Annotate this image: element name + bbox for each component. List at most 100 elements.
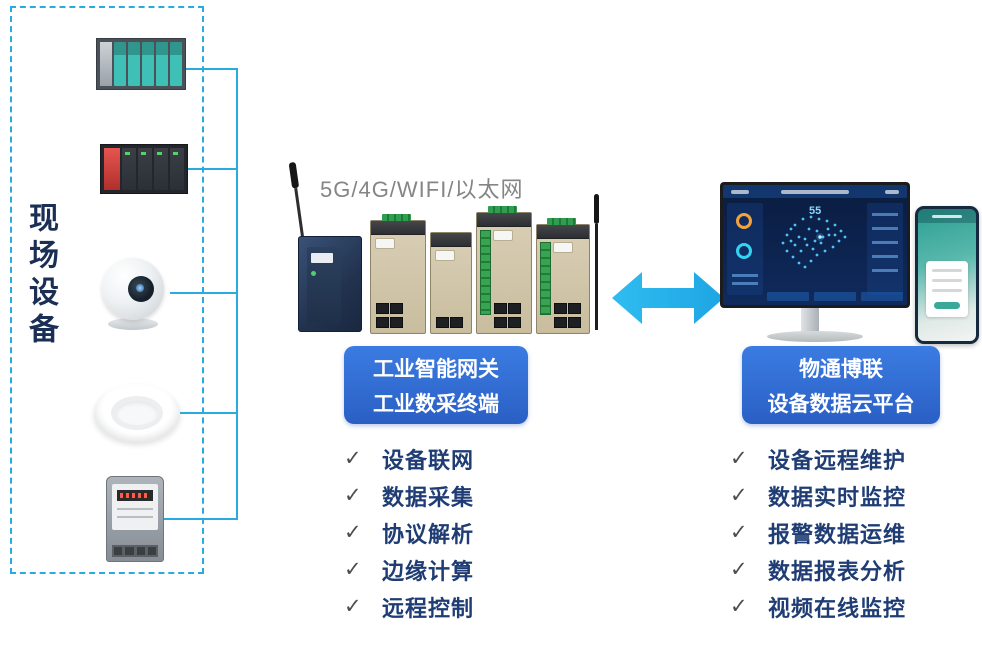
device-connector-line [180, 412, 236, 414]
china-map-dots [781, 215, 847, 269]
led-indicator [157, 152, 162, 155]
meter-label-line [117, 516, 153, 518]
feature-label: 视频在线监控 [768, 595, 907, 621]
gateway-device [430, 232, 472, 334]
plc-rack-teal-image [96, 38, 186, 90]
led-indicator [125, 152, 130, 155]
feature-label: 数据实时监控 [768, 484, 907, 510]
port [494, 317, 507, 328]
terminal-block [547, 218, 576, 225]
port [508, 303, 521, 314]
plc-module-slat [138, 148, 152, 190]
antenna-icon [288, 161, 307, 240]
monitor-bezel: 55 [720, 182, 910, 308]
cloud-platform-monitor: 55 [720, 182, 910, 344]
feature-label: 协议解析 [382, 521, 475, 547]
phone-login-card [926, 261, 968, 317]
device-connector-line [186, 68, 236, 70]
panel [767, 292, 809, 301]
form-line [932, 269, 962, 272]
meter-label-line [117, 508, 153, 510]
led-indicator [173, 152, 178, 155]
antenna-tip [288, 161, 300, 189]
io-terminal-strip [540, 242, 551, 315]
gauge-ring-cyan [736, 243, 752, 259]
gateway-device [370, 214, 426, 334]
form-line [932, 289, 962, 292]
antenna-rod [595, 224, 598, 330]
stat-bar [872, 241, 898, 244]
stat-bar [872, 255, 898, 258]
checkmark-icon: ✓ [344, 558, 362, 581]
port [568, 317, 581, 328]
terminal [114, 547, 123, 555]
device-bus-line [236, 68, 238, 520]
plc-module-slat [128, 42, 140, 86]
feature-row: ✓ 视频在线监控 [730, 588, 906, 625]
form-line [932, 279, 962, 282]
checkmark-icon: ✓ [730, 484, 748, 507]
plc-module-slat [104, 148, 120, 190]
ethernet-ports [436, 317, 463, 328]
feature-row: ✓ 数据实时监控 [730, 477, 906, 514]
header-title-mark [932, 215, 962, 218]
checkmark-icon: ✓ [344, 595, 362, 618]
device-connector-line [188, 168, 236, 170]
device-connector-line [170, 292, 236, 294]
port [390, 317, 403, 328]
feature-row: ✓ 设备远程维护 [730, 440, 906, 477]
camera-lens [128, 276, 154, 302]
monitor-stand-base [767, 331, 863, 342]
stat-bar [872, 269, 898, 272]
ip-camera-image [98, 258, 172, 332]
power-meter-image [106, 476, 164, 562]
checkmark-icon: ✓ [344, 521, 362, 544]
terminal-block [381, 214, 412, 221]
dashboard-left-panel [727, 203, 763, 295]
gauge-ring-orange [736, 213, 752, 229]
router-label [311, 253, 333, 263]
feature-row: ✓ 数据报表分析 [730, 551, 906, 588]
meter-terminals [112, 545, 158, 557]
terminal [147, 547, 156, 555]
cloud-feature-list: ✓ 设备远程维护 ✓ 数据实时监控 ✓ 报警数据运维 ✓ 数据报表分析 ✓ 视频… [730, 440, 906, 625]
plc-module-slat [170, 148, 184, 190]
gateway-top-band [537, 225, 589, 239]
dashboard-header-bar [723, 185, 907, 198]
lens-glint [136, 284, 144, 292]
gateway-logo [554, 243, 572, 252]
ethernet-ports [376, 303, 403, 328]
field-devices-label: 现场设备 [24, 202, 57, 350]
stat-bar [872, 213, 898, 216]
ethernet-ports [494, 303, 521, 328]
whip-antenna-icon [594, 194, 599, 330]
gateway-top-band [477, 213, 531, 227]
header-logo-mark [731, 190, 749, 194]
gateway-badge-line1: 工业智能网关 [373, 357, 499, 381]
plc-module-slat [170, 42, 182, 86]
gateway-logo [376, 239, 394, 248]
smoke-detector-ring [111, 396, 163, 430]
port [390, 303, 403, 314]
router-led [311, 271, 316, 276]
terminal [125, 547, 134, 555]
port [508, 317, 521, 328]
gateway-device [536, 218, 590, 334]
header-user-mark [885, 190, 899, 194]
connectivity-label: 5G/4G/WIFI/以太网 [320, 177, 524, 202]
feature-label: 设备远程维护 [768, 447, 907, 473]
port [568, 303, 581, 314]
login-button-shape [934, 302, 960, 309]
dashboard-bottom-panels [767, 292, 903, 301]
feature-label: 数据报表分析 [768, 558, 907, 584]
device-connector-line [164, 518, 236, 520]
stat-bar [732, 282, 758, 285]
gateway-badge: 工业智能网关 工业数采终端 [344, 346, 528, 424]
cloud-platform-badge: 物通博联 设备数据云平台 [742, 346, 940, 424]
checkmark-icon: ✓ [730, 558, 748, 581]
io-terminal-strip [480, 230, 491, 315]
meter-face [112, 484, 158, 530]
terminal-block [487, 206, 518, 213]
plc-module-slat [100, 42, 112, 86]
